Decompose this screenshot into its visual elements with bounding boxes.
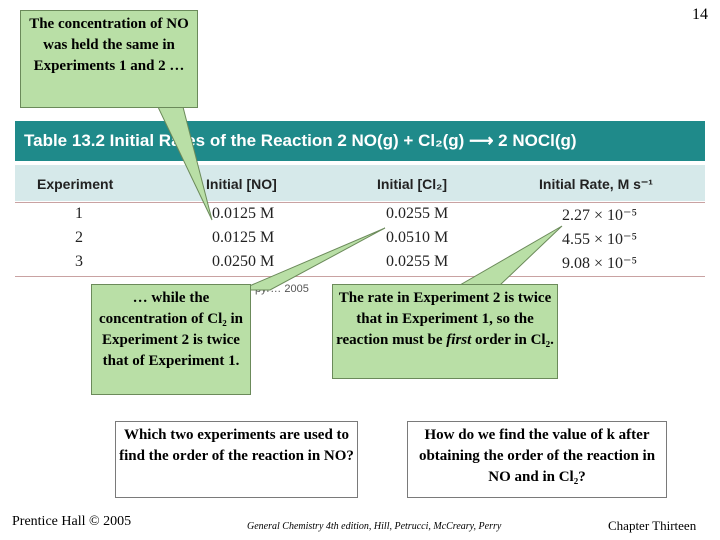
callout-rate-twice: The rate in Experiment 2 is twice that i…: [332, 284, 558, 379]
callout-rate-twice-text-a: The rate in Experiment 2 is twice that i…: [336, 290, 552, 348]
table-title: Table 13.2 Initial Rates of the Reaction…: [24, 131, 577, 150]
row3-initial-rate: 9.08 × 10⁻⁵: [562, 255, 638, 272]
table-column-header-row: Experiment Initial [NO] Initial [Cl₂] In…: [15, 165, 705, 201]
pointer-rate-twice: [458, 225, 563, 286]
question-order-no: Which two experiments are used to find t…: [115, 421, 358, 498]
question-value-k: How do we find the value of k after obta…: [407, 421, 667, 498]
pointer-cl2-twice: [239, 227, 386, 291]
question-order-no-text: Which two experiments are used to find t…: [119, 427, 354, 464]
row2-experiment: 2: [75, 229, 83, 246]
table-rule-bottom: [15, 276, 705, 277]
callout-cl2-twice-text: … while the concentration of Cl₂ in Expe…: [98, 290, 244, 369]
column-header-initial-no: Initial [NO]: [206, 176, 277, 192]
row3-experiment: 3: [75, 253, 83, 270]
footer-publisher: Prentice Hall © 2005: [12, 514, 132, 529]
row1-initial-rate: 2.27 × 10⁻⁵: [562, 207, 638, 224]
callout-no-held: The concentration of NO was held the sam…: [20, 10, 198, 108]
column-header-initial-cl2: Initial [Cl₂]: [377, 176, 447, 192]
column-header-initial-rate: Initial Rate, M s⁻¹: [539, 176, 653, 192]
table-title-bar: Table 13.2 Initial Rates of the Reaction…: [15, 121, 705, 161]
callout-no-held-text: The concentration of NO was held the sam…: [29, 16, 189, 74]
callout-rate-twice-italic: first: [446, 332, 472, 348]
row2-initial-cl2: 0.0510 M: [386, 229, 449, 246]
row2-initial-no: 0.0125 M: [212, 229, 275, 246]
slide-number: 14: [692, 6, 708, 23]
row1-experiment: 1: [75, 205, 83, 222]
row1-initial-cl2: 0.0255 M: [386, 205, 449, 222]
table-rule-top: [15, 202, 705, 203]
footer-chapter: Chapter Thirteen: [608, 518, 697, 533]
callout-cl2-twice: … while the concentration of Cl₂ in Expe…: [91, 284, 251, 395]
question-value-k-text: How do we find the value of k after obta…: [418, 427, 656, 485]
row1-initial-no: 0.0125 M: [212, 205, 275, 222]
column-header-experiment: Experiment: [37, 176, 114, 192]
pointer-no-held: [157, 106, 213, 221]
row2-initial-rate: 4.55 × 10⁻⁵: [562, 231, 638, 248]
row3-initial-cl2: 0.0255 M: [386, 253, 449, 270]
footer-book-citation: General Chemistry 4th edition, Hill, Pet…: [247, 521, 502, 532]
row3-initial-no: 0.0250 M: [212, 253, 275, 270]
callout-rate-twice-text-b: order in Cl₂.: [471, 332, 554, 348]
